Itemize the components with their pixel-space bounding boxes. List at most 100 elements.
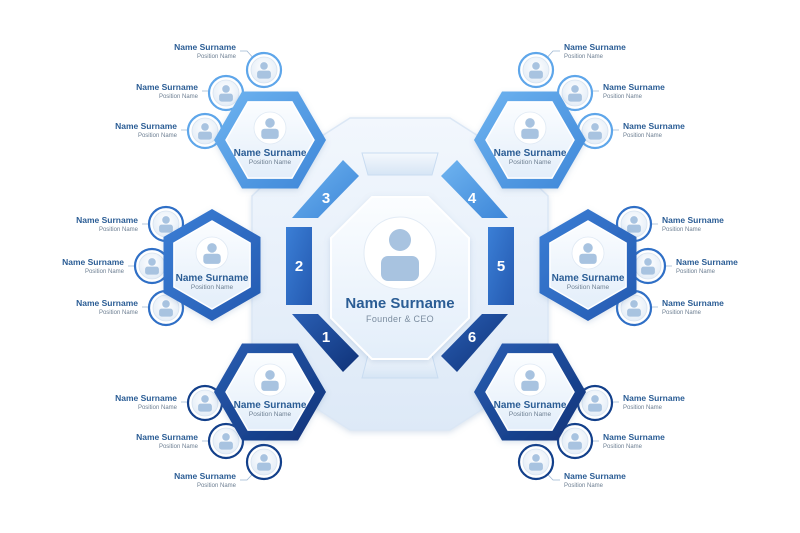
member-avatar <box>250 56 278 84</box>
user-icon <box>588 395 602 412</box>
member-position: Position Name <box>197 54 237 60</box>
tab-3: 3 <box>292 160 359 218</box>
tab-6: 6 <box>441 314 508 372</box>
member-position: Position Name <box>85 269 125 275</box>
member-name: Name Surname <box>564 471 626 481</box>
member-name: Name Surname <box>62 257 124 267</box>
user-icon <box>159 216 173 233</box>
member-avatar <box>522 56 550 84</box>
member-position: Position Name <box>662 310 702 316</box>
user-icon <box>529 62 543 79</box>
member-avatar <box>191 389 219 417</box>
user-icon <box>219 85 233 102</box>
user-icon <box>568 85 582 102</box>
user-icon <box>568 433 582 450</box>
user-icon <box>588 123 602 140</box>
tab-4: 4 <box>441 160 508 218</box>
user-icon <box>219 433 233 450</box>
member-avatar <box>250 448 278 476</box>
department-avatar <box>195 236 229 270</box>
department-avatar <box>571 236 605 270</box>
member-name: Name Surname <box>136 82 198 92</box>
department-head-name: Name Surname <box>494 400 567 411</box>
member-position: Position Name <box>138 133 178 139</box>
tab-5: 5 <box>488 227 514 305</box>
department-head-position: Position Name <box>249 159 292 166</box>
user-icon <box>641 258 655 275</box>
tab-2: 2 <box>286 227 312 305</box>
department-avatar <box>253 363 287 397</box>
ceo-name: Name Surname <box>345 295 454 312</box>
department-avatar <box>253 111 287 145</box>
user-icon <box>261 118 279 139</box>
member-position: Position Name <box>603 94 643 100</box>
member-name: Name Surname <box>174 42 236 52</box>
member-name: Name Surname <box>623 121 685 131</box>
user-icon <box>521 118 539 139</box>
user-icon <box>257 454 271 471</box>
user-icon <box>529 454 543 471</box>
user-icon <box>198 123 212 140</box>
member-name: Name Surname <box>676 257 738 267</box>
member-name: Name Surname <box>662 298 724 308</box>
tab-number: 6 <box>468 329 476 346</box>
member-name: Name Surname <box>136 432 198 442</box>
member-avatar <box>634 252 662 280</box>
member-avatar <box>212 427 240 455</box>
member-position: Position Name <box>99 227 139 233</box>
user-icon <box>257 62 271 79</box>
member-avatar <box>522 448 550 476</box>
member-avatar <box>561 427 589 455</box>
user-icon <box>521 370 539 391</box>
user-icon <box>159 300 173 317</box>
department-head-name: Name Surname <box>234 400 307 411</box>
tab-number: 4 <box>468 190 477 207</box>
department-head-position: Position Name <box>567 284 610 291</box>
member-position: Position Name <box>623 405 663 411</box>
user-icon <box>627 216 641 233</box>
member-avatar <box>138 252 166 280</box>
tab-1: 1 <box>292 314 359 372</box>
member-name: Name Surname <box>564 42 626 52</box>
member-name: Name Surname <box>115 121 177 131</box>
user-icon <box>203 243 221 264</box>
member-name: Name Surname <box>76 215 138 225</box>
member-name: Name Surname <box>603 432 665 442</box>
ceo-avatar <box>363 216 437 290</box>
member-avatar <box>212 79 240 107</box>
user-icon <box>627 300 641 317</box>
member-name: Name Surname <box>603 82 665 92</box>
department-head-name: Name Surname <box>552 273 625 284</box>
tab-number: 2 <box>295 258 303 275</box>
department-head-name: Name Surname <box>494 148 567 159</box>
user-icon <box>579 243 597 264</box>
member-position: Position Name <box>603 444 643 450</box>
member-position: Position Name <box>662 227 702 233</box>
member-position: Position Name <box>623 133 663 139</box>
